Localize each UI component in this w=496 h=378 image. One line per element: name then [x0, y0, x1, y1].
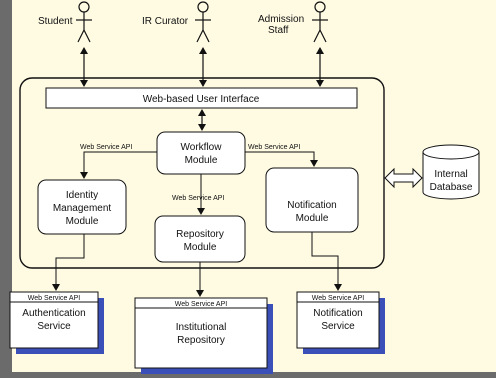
identity-module-label-1: Identity — [66, 190, 98, 201]
api-label-left: Web Service API — [80, 144, 132, 151]
identity-module-label-3: Module — [66, 216, 99, 227]
notif-service-label-2: Service — [321, 321, 355, 332]
repo-service-label-2: Repository — [177, 335, 225, 346]
api-label-center: Web Service API — [172, 195, 224, 202]
actor-admission-staff — [312, 1, 328, 43]
notification-module-label-2: Module — [296, 213, 329, 224]
actor-admission-staff-label-2: Staff — [268, 25, 289, 36]
institutional-repository — [134, 297, 268, 369]
internal-database-label-1: Internal — [434, 169, 467, 180]
repository-module-label-1: Repository — [176, 229, 224, 240]
api-label-right: Web Service API — [248, 144, 300, 151]
notification-module-label-1: Notification — [287, 200, 336, 211]
ui-bar-label: Web-based User Interface — [143, 94, 260, 105]
notif-api-label: Web Service API — [312, 295, 364, 302]
actor-ir-curator — [195, 1, 211, 43]
workflow-module-label-1: Workflow — [181, 142, 223, 153]
database-connector — [384, 167, 423, 189]
repository-module-label-2: Module — [184, 242, 217, 253]
auth-api-label: Web Service API — [28, 295, 80, 302]
actor-student-label: Student — [38, 16, 73, 27]
ui-bar — [45, 87, 358, 109]
actor-student — [76, 1, 92, 43]
notif-service-label-1: Notification — [313, 308, 362, 319]
system-boundary — [19, 77, 385, 269]
authentication-service — [9, 291, 99, 349]
repo-api-label: Web Service API — [175, 301, 227, 308]
internal-database-label-2: Database — [430, 182, 473, 193]
notification-service — [296, 291, 380, 349]
actor-admission-staff-label-1: Admission — [258, 14, 304, 25]
workflow-module-label-2: Module — [185, 155, 218, 166]
workflow-module — [156, 131, 246, 175]
auth-service-label-1: Authentication — [22, 308, 85, 319]
identity-management-module — [37, 179, 127, 235]
auth-service-label-2: Service — [37, 321, 71, 332]
actor-ir-curator-label: IR Curator — [142, 16, 189, 27]
identity-module-label-2: Management — [53, 203, 112, 214]
internal-database — [422, 144, 480, 200]
actor-connectors — [80, 47, 324, 87]
repo-service-label-1: Institutional — [176, 322, 227, 333]
